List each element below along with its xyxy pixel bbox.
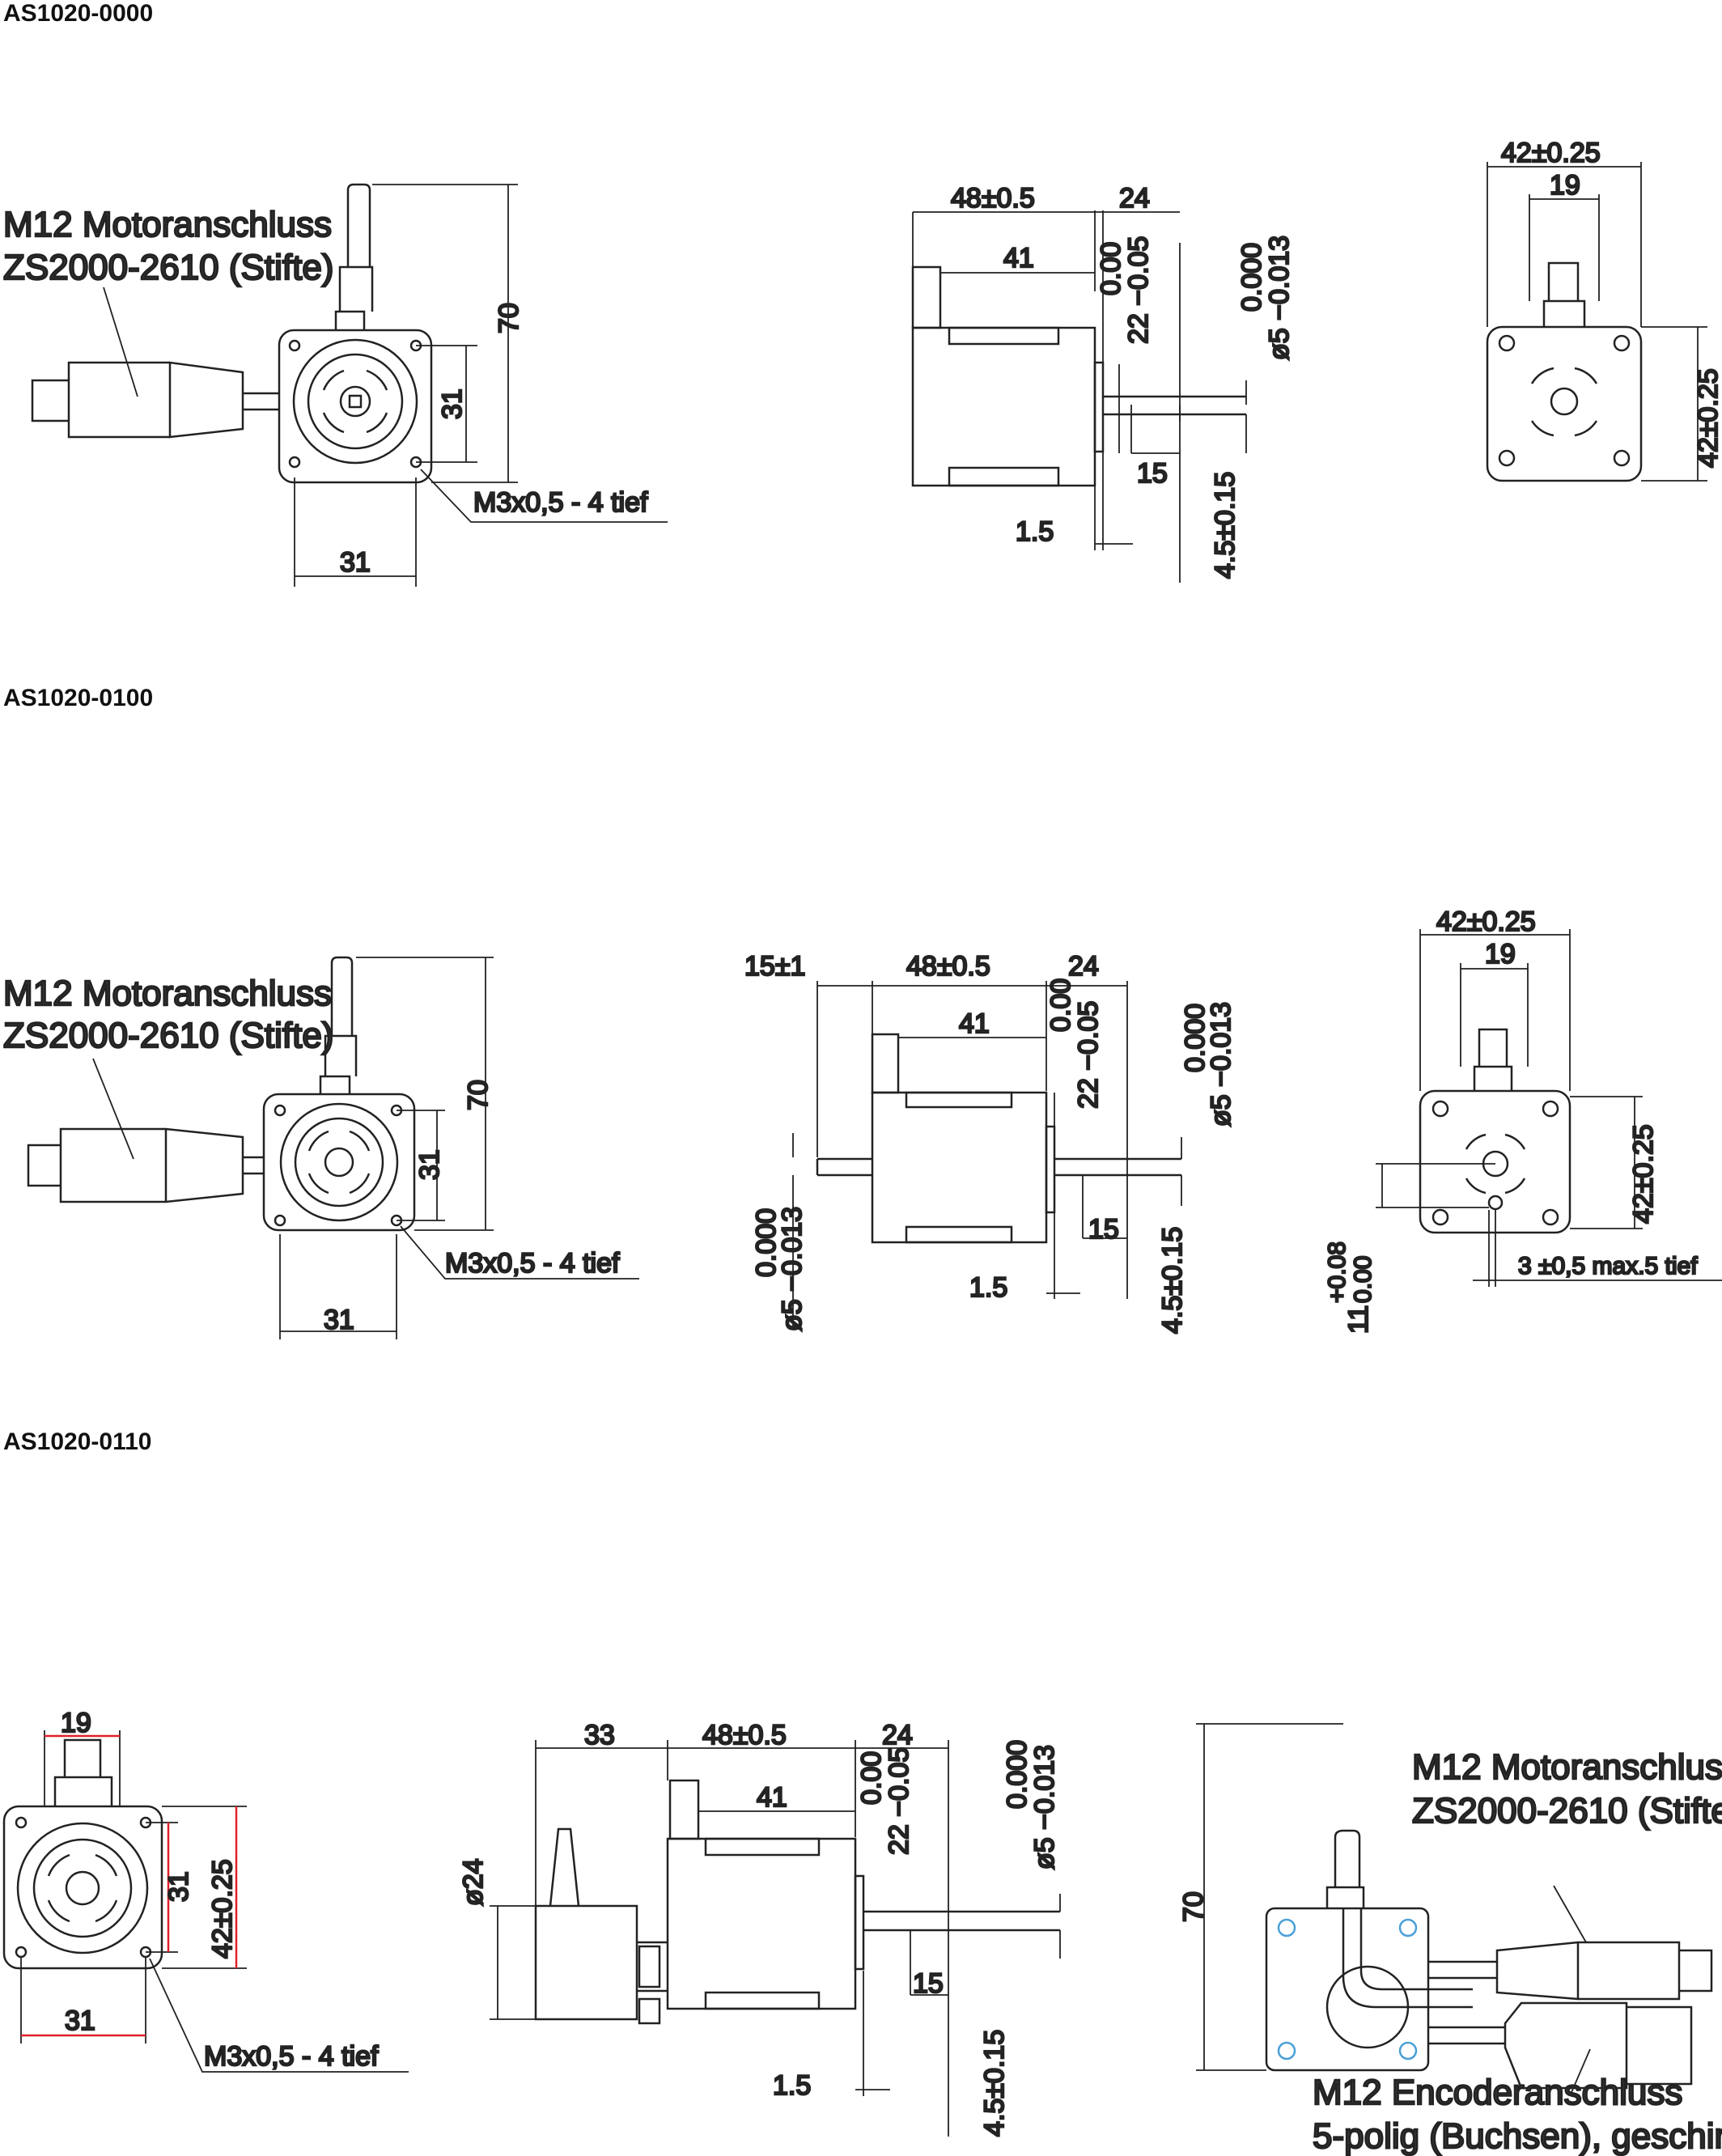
thread-note: M3x0,5 - 4 tief [473,487,648,518]
side-dim-15: 15 [1137,458,1168,489]
side-dim-phi5-tol-top: 0.000 [1236,243,1267,312]
side-dim-phi5: ø5 −0.013 [1264,236,1295,360]
dim-70-0100: 70 [463,1080,494,1110]
side-dim-22-tol-top-0110: 0.00 [856,1751,887,1805]
side-dim-phi5-0100: ø5 −0.013 [1206,1002,1236,1127]
side-dim-phi5-left: ø5 −0.013 [777,1207,808,1331]
side-dim-48-0100: 48±0.5 [906,951,990,982]
side-dim-41-0110: 41 [757,1782,787,1813]
side-dim-22-0100: 22 −0.05 [1073,1001,1104,1109]
motor-connector-label-0100-line2: ZS2000-2610 (Stifte) [3,1016,333,1055]
motor-connector-label-line2: ZS2000-2610 (Stifte) [3,248,333,287]
side-dim-phi24: ø24 [458,1858,489,1906]
key-depth-note: 3 ±0,5 max.5 tief [1518,1253,1698,1280]
dim-70: 70 [494,303,524,333]
side-dim-33: 33 [584,1720,615,1751]
side-dim-1-5: 1.5 [1016,516,1054,547]
front-view-0000 [31,183,668,587]
side-dim-22: 22 −0.05 [1123,236,1154,344]
dim-31-vertical-0100: 31 [414,1149,445,1180]
thread-note-0100: M3x0,5 - 4 tief [445,1248,620,1279]
side-dim-15-0110: 15 [913,1968,944,1999]
motor-connector-label-0110-line2: ZS2000-2610 (Stifte) [1412,1791,1722,1831]
dim-31-horizontal-0100: 31 [324,1305,354,1335]
encoder-connector-label-line2: 5-polig (Buchsen), geschirmt [1313,2116,1722,2156]
motor-connector-label-line1: M12 Motoranschluss [3,205,332,244]
rear-dim-42-width: 42±0.25 [1501,138,1601,168]
side-dim-15-0100: 15 [1088,1214,1119,1245]
encoder-connector-label-line1: M12 Encoderanschluss [1313,2073,1682,2112]
rear-view-0100 [1376,929,1722,1287]
rear-dim-42-width-0100: 42±0.25 [1436,906,1536,937]
dim-19-0110: 19 [61,1708,91,1738]
rear-dim-42-height: 42±0.25 [1693,368,1722,468]
dim-31-horizontal-0110: 31 [65,2005,95,2036]
side-dim-41: 41 [1003,243,1034,274]
dim-70-0110: 70 [1178,1891,1209,1922]
side-dim-48-0110: 48±0.5 [702,1720,787,1751]
rear-view-0110 [1196,1723,1713,2097]
side-dim-1-5-0110: 1.5 [773,2070,811,2101]
section-heading-0110: AS1020-0110 [3,1428,152,1455]
dim-11-tol-bottom: 0.00 [1350,1256,1376,1303]
side-dim-22-0110: 22 −0.05 [884,1747,914,1855]
side-view-0110 [490,1740,1061,2137]
side-dim-phi5-tol-top-0110: 0.000 [1002,1740,1033,1809]
front-view-0100 [27,956,639,1339]
side-dim-phi5-0110: ø5 −0.013 [1029,1745,1060,1870]
section-heading-0000: AS1020-0000 [3,0,154,27]
rear-dim-42-height-0100: 42±0.25 [1628,1124,1659,1224]
motor-connector-label-0100-line1: M12 Motoranschluss [3,974,332,1013]
side-dim-4-5-0100: 4.5±0.15 [1157,1227,1188,1334]
side-dim-22-tol-top: 0.00 [1096,242,1126,295]
side-dim-24-0100: 24 [1068,951,1099,982]
side-dim-41-0100: 41 [959,1008,990,1039]
dim-42-vertical-0110: 42±0.25 [207,1859,238,1959]
rear-dim-19: 19 [1550,170,1580,201]
side-dim-22-tol-top-0100: 0.00 [1046,978,1076,1032]
section-heading-0100: AS1020-0100 [3,685,154,711]
side-dim-phi5-left-tol: 0.000 [751,1208,782,1277]
motor-connector-label-0110-line1: M12 Motoranschluss [1412,1747,1722,1787]
side-dim-24-0110: 24 [882,1720,913,1751]
side-dim-1-5-0100: 1.5 [969,1272,1007,1303]
thread-note-0110: M3x0,5 - 4 tief [204,2041,379,2072]
side-dim-15pm1: 15±1 [744,951,805,982]
side-view-0100 [792,981,1182,1329]
side-view-0000 [911,210,1247,583]
dim-11-tol-top: +0.08 [1324,1241,1351,1303]
dim-11: 11 [1343,1305,1374,1334]
dim-31-vertical-0110: 31 [163,1871,194,1902]
side-dim-24: 24 [1119,183,1150,214]
side-dim-phi5-tol-top-0100: 0.000 [1180,1004,1211,1072]
front-view-0110 [2,1730,409,2073]
side-dim-4-5: 4.5±0.15 [1210,472,1241,579]
dim-31-vertical: 31 [437,388,468,419]
dim-31-horizontal: 31 [340,547,371,578]
side-dim-4-5-0110: 4.5±0.15 [979,2030,1010,2137]
rear-dim-19-0100: 19 [1485,939,1516,970]
rear-view-0000 [1486,162,1707,482]
side-dim-48: 48±0.5 [951,183,1035,214]
